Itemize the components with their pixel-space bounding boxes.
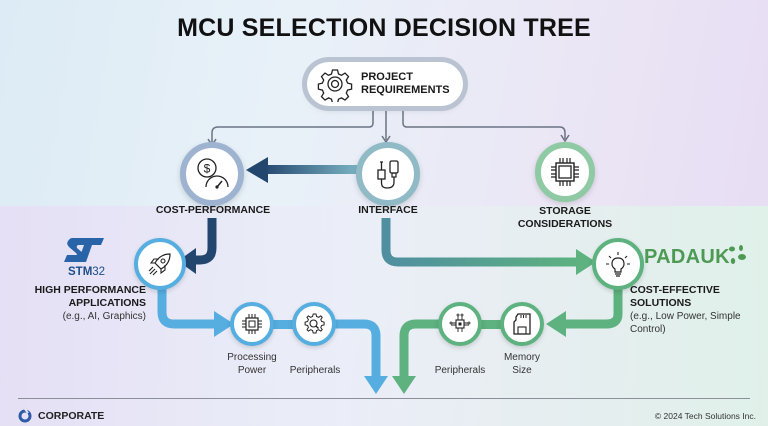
root-label-line1: PROJECT xyxy=(361,71,413,83)
cost-effective-title-line2: SOLUTIONS xyxy=(630,297,692,309)
svg-text:$: $ xyxy=(204,162,211,176)
padauk-to-memory-arrowhead xyxy=(546,311,566,337)
memory-size-label-line1: Memory xyxy=(503,352,541,363)
cost-effective-node[interactable] xyxy=(592,238,644,290)
cost-performance-node[interactable]: $ xyxy=(180,142,244,206)
project-requirements-node[interactable]: PROJECT REQUIREMENTS xyxy=(307,62,463,106)
gear-icon xyxy=(317,69,353,102)
memory-to-peripherals-link xyxy=(470,320,506,329)
processing-power-node[interactable] xyxy=(230,302,274,346)
interface-to-padauk-arrow xyxy=(381,218,580,267)
peripherals-to-down-arrow xyxy=(330,319,381,378)
connector-root-to-cost xyxy=(211,110,374,143)
cost-effective-title-line1: COST-EFFECTIVE xyxy=(630,284,720,296)
interface-node[interactable] xyxy=(356,142,420,206)
arrowhead xyxy=(560,134,570,143)
stm32-brand: STM32 xyxy=(68,266,105,278)
circuit-chip-icon xyxy=(449,313,471,332)
blue-down-arrowhead xyxy=(364,376,388,394)
cost-effective-title: COST-EFFECTIVE SOLUTIONS xyxy=(630,284,768,310)
peripherals-to-down-arrow-green xyxy=(399,319,440,378)
storage-considerations-node[interactable] xyxy=(535,142,595,202)
cost-effective-subtitle: (e.g., Low Power, Simple Control) xyxy=(630,310,768,336)
peripherals-right-label: Peripherals xyxy=(434,365,486,376)
padauk-brand: PADAUK xyxy=(644,246,730,268)
sd-card-icon xyxy=(513,313,531,335)
interface-label: INTERFACE xyxy=(358,204,418,216)
interface-to-cost-arrowhead xyxy=(246,157,268,183)
cost-effective-subtitle-line2: Control) xyxy=(630,324,666,335)
processing-power-label: Processing Power xyxy=(216,351,288,377)
chip-icon xyxy=(551,158,579,186)
padauk-leaf-logo-icon xyxy=(729,245,746,264)
high-performance-node[interactable] xyxy=(134,238,186,290)
padauk-to-memory-arrow xyxy=(560,286,623,329)
peripherals-left-label: Peripherals xyxy=(289,365,341,376)
memory-size-node[interactable] xyxy=(500,302,544,346)
page-title: MCU SELECTION DECISION TREE xyxy=(177,14,591,42)
cost-to-rocket-arrow xyxy=(190,218,217,265)
footer-copyright: © 2024 Tech Solutions Inc. xyxy=(654,411,756,421)
connector-root-to-storage xyxy=(402,110,566,139)
interface-to-padauk-arrowhead xyxy=(576,249,596,275)
footer-divider xyxy=(18,398,750,399)
rocket-to-processing-arrowhead xyxy=(214,311,234,337)
st-logo-icon xyxy=(64,238,104,262)
storage-label-line2: CONSIDERATIONS xyxy=(517,218,613,230)
cable-connector-icon xyxy=(377,160,399,189)
cost-to-rocket-arrowhead xyxy=(178,248,196,274)
peripherals-left-node[interactable] xyxy=(292,302,336,346)
stm32-prefix: STM xyxy=(68,266,93,278)
rocket-icon xyxy=(148,253,171,276)
memory-size-label-line2: Size xyxy=(512,365,532,376)
processing-power-label-line1: Processing xyxy=(227,352,277,363)
high-performance-subtitle: (e.g., AI, Graphics) xyxy=(62,311,146,322)
root-label-line2: REQUIREMENTS xyxy=(361,84,450,96)
cost-performance-label: COST-PERFORMANCE xyxy=(155,204,271,216)
dollar-gauge-icon: $ xyxy=(197,158,229,189)
cost-effective-subtitle-line1: (e.g., Low Power, Simple xyxy=(630,311,741,322)
green-down-arrowhead xyxy=(392,376,416,394)
high-performance-title-line2: APPLICATIONS xyxy=(68,297,146,309)
high-performance-title-line1: HIGH PERFORMANCE xyxy=(34,284,146,296)
processor-icon xyxy=(242,314,262,334)
footer-brand: CORPORATE xyxy=(18,409,104,423)
peripherals-right-node[interactable] xyxy=(438,302,482,346)
corporate-logo-icon xyxy=(18,409,32,423)
storage-label: STORAGE CONSIDERATIONS xyxy=(510,205,620,231)
processing-to-peripherals-link xyxy=(268,320,298,329)
processing-power-label-line2: Power xyxy=(237,365,267,376)
memory-size-label: Memory Size xyxy=(486,351,558,377)
stm32-suffix: 32 xyxy=(92,266,106,278)
high-performance-title: HIGH PERFORMANCE APPLICATIONS xyxy=(0,284,146,310)
interface-to-cost-arrow-shaft xyxy=(262,165,362,174)
gear-search-icon xyxy=(304,313,325,334)
rocket-to-processing-arrow xyxy=(157,285,220,329)
footer-brand-name: CORPORATE xyxy=(38,410,105,422)
lightbulb-icon xyxy=(606,252,630,277)
storage-label-line1: STORAGE xyxy=(539,205,591,217)
